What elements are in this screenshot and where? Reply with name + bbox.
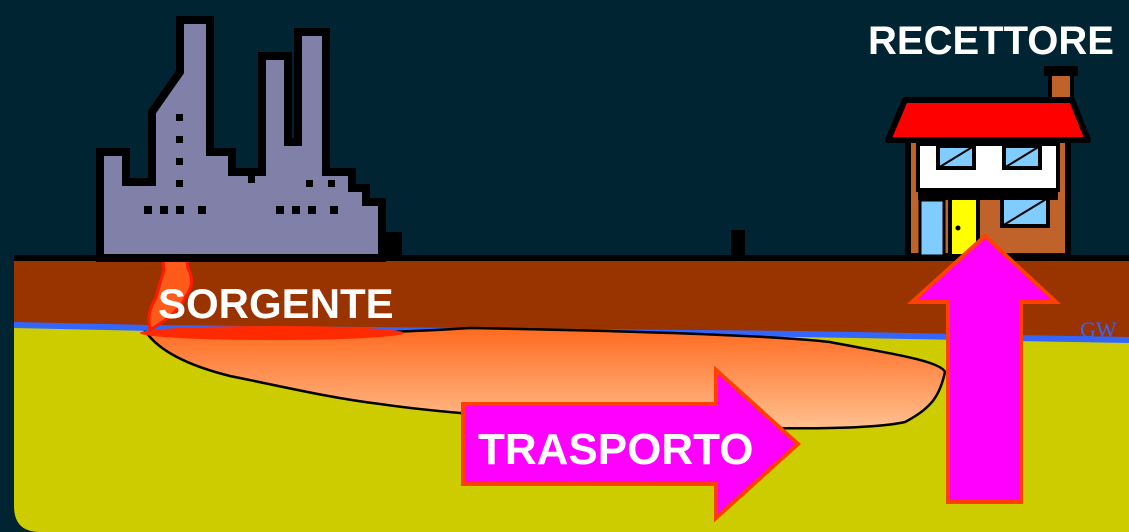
- source-blob: [147, 247, 193, 333]
- exposure-arrow: [906, 233, 1062, 504]
- transport-arrow: [461, 365, 801, 523]
- transport-label: TRASPORTO: [478, 425, 753, 474]
- receptor-label: RECETTORE: [868, 19, 1114, 63]
- factory-icon: [96, 16, 402, 262]
- source-label: SORGENTE: [158, 280, 394, 327]
- ground-post: [731, 230, 745, 258]
- groundwater-label: GW: [1080, 317, 1117, 342]
- soil-layer: [14, 258, 1129, 338]
- source-pool: [140, 326, 404, 340]
